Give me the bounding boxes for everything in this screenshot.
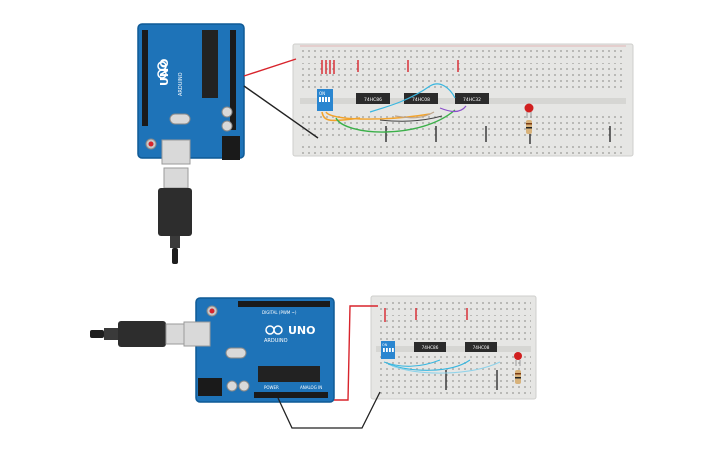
bottom-usb-cable[interactable] — [90, 321, 189, 347]
bottom-breadboard-power-rail-top — [376, 299, 531, 311]
bottom-arduino-power-label: POWER — [264, 385, 279, 390]
top-led[interactable] — [524, 103, 534, 119]
top-dip-switch-on-label: ON — [319, 91, 325, 96]
top-arduino-right-header — [230, 30, 236, 130]
bottom-resistor[interactable] — [515, 370, 521, 384]
bottom-arduino-usb-jack — [183, 321, 211, 347]
top-chip-3[interactable]: 74HC32 — [455, 93, 489, 104]
top-arduino-power-jack — [222, 136, 240, 160]
bottom-arduino-bottom-header — [254, 392, 328, 398]
bottom-arduino-board[interactable]: UNO ARDUINO DIGITAL (PWM ~) POWER ANALOG… — [183, 297, 335, 403]
bottom-breadboard[interactable] — [370, 295, 537, 400]
top-chip-2[interactable]: 74HC08 — [404, 93, 438, 104]
top-wire-5v[interactable] — [243, 58, 297, 77]
top-arduino-usb-jack — [161, 139, 191, 165]
bottom-arduino-top-header — [238, 301, 330, 307]
top-arduino-uno-label: UNO — [158, 59, 171, 87]
bottom-led[interactable] — [514, 352, 522, 366]
top-chip-3-label: 74HC32 — [463, 97, 481, 103]
bottom-breadboard-power-rail-bottom — [376, 386, 531, 397]
bottom-circuit: UNO ARDUINO DIGITAL (PWM ~) POWER ANALOG… — [90, 295, 537, 429]
bottom-dip-switch[interactable]: ON — [381, 341, 395, 359]
top-breadboard-terminal-lower — [300, 112, 626, 140]
top-arduino-infinity-logo — [157, 61, 167, 79]
bottom-arduino-power-jack — [198, 378, 222, 396]
top-arduino-left-header — [142, 30, 148, 126]
top-chip-2-label: 74HC08 — [412, 97, 430, 103]
bottom-dip-switch-on-label: ON — [382, 343, 388, 347]
top-resistor[interactable] — [526, 120, 532, 134]
top-dip-switch[interactable]: ON — [317, 89, 333, 111]
top-chip-1[interactable]: 74HC86 — [356, 93, 390, 104]
bottom-arduino-infinity-logo — [265, 325, 283, 335]
top-breadboard[interactable] — [292, 43, 634, 157]
bottom-breadboard-terminal-upper — [376, 315, 531, 342]
bottom-breadboard-terminal-lower — [376, 356, 531, 383]
bottom-chip-2[interactable]: 74HC08 — [465, 342, 497, 352]
bottom-arduino-mcu-chip — [258, 366, 320, 382]
bottom-wires — [277, 305, 501, 429]
bottom-wire-gnd[interactable] — [277, 391, 381, 429]
bottom-arduino-analog-label: ANALOG IN — [300, 385, 322, 390]
top-arduino-board[interactable]: UNO ARDUINO — [137, 23, 245, 165]
top-arduino-brand-label: ARDUINO — [178, 72, 184, 96]
top-circuit: UNO ARDUINO ON — [137, 23, 634, 264]
top-breadboard-power-rail-top — [300, 47, 626, 59]
bottom-arduino-brand-label: ARDUINO — [264, 338, 288, 344]
top-wire-gnd[interactable] — [243, 85, 319, 139]
bottom-wire-5v[interactable] — [334, 305, 378, 401]
top-breadboard-terminal-upper — [300, 63, 626, 91]
bottom-arduino-digital-label: DIGITAL (PWM ~) — [262, 310, 297, 315]
top-arduino-mcu-chip — [202, 30, 218, 98]
bottom-chip-2-label: 74HC08 — [473, 345, 490, 350]
bottom-arduino-uno-label: UNO — [288, 324, 316, 337]
top-breadboard-power-rail-bottom — [300, 142, 626, 154]
bottom-chip-1-label: 74HC86 — [422, 345, 439, 350]
top-chip-1-label: 74HC86 — [364, 97, 382, 103]
top-usb-cable[interactable] — [158, 167, 192, 264]
bottom-chip-1[interactable]: 74HC86 — [414, 342, 446, 352]
top-wires — [243, 58, 611, 144]
